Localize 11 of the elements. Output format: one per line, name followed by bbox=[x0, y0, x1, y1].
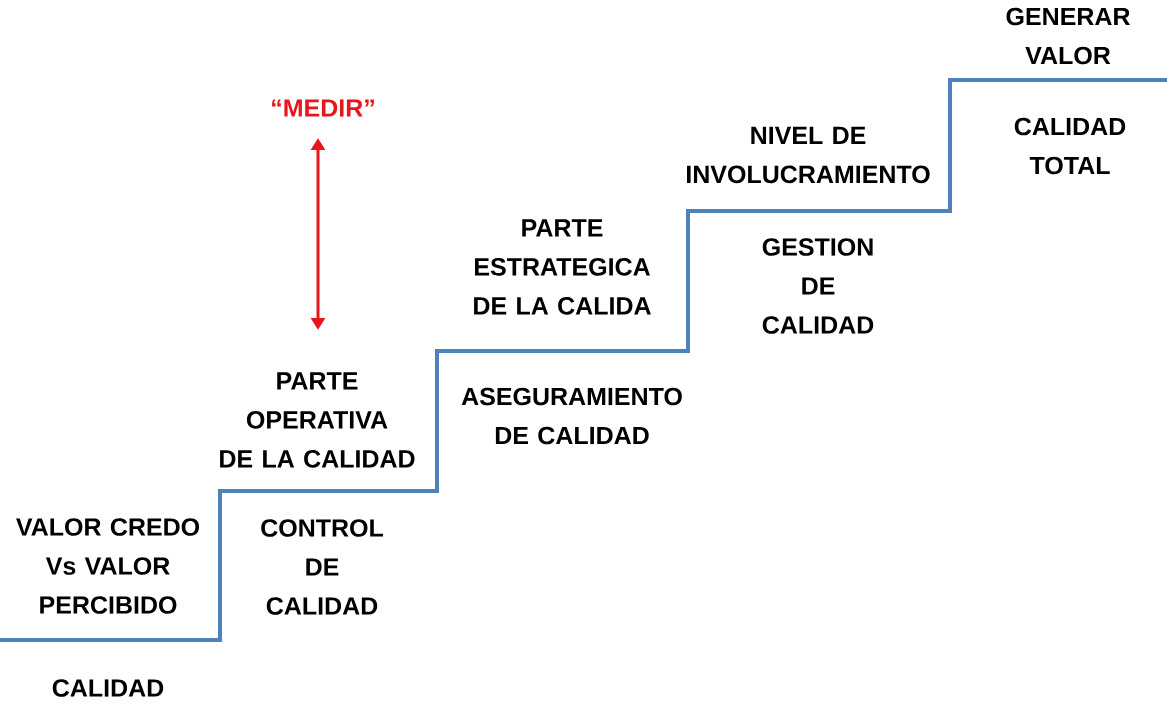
step-label: ASEGURAMIENTO DE CALIDAD bbox=[461, 387, 682, 445]
step-label: CONTROL DE CALIDAD bbox=[261, 519, 384, 615]
step-label: GESTION DE CALIDAD bbox=[762, 238, 874, 334]
step-label: GENERAR VALOR bbox=[1006, 7, 1130, 65]
step-label: VALOR CREDO Vs VALOR PERCIBIDO bbox=[16, 518, 200, 614]
step-label: PARTE OPERATIVA DE LA CALIDAD bbox=[220, 372, 415, 468]
step-label: CALIDAD bbox=[52, 679, 164, 697]
step-label: CALIDAD TOTAL bbox=[1014, 117, 1126, 175]
step-label: NIVEL DE INVOLUCRAMIENTO bbox=[687, 126, 930, 184]
measure-label: “MEDIR” bbox=[272, 99, 374, 117]
step-label: PARTE ESTRATEGICA DE LA CALIDA bbox=[474, 219, 651, 315]
